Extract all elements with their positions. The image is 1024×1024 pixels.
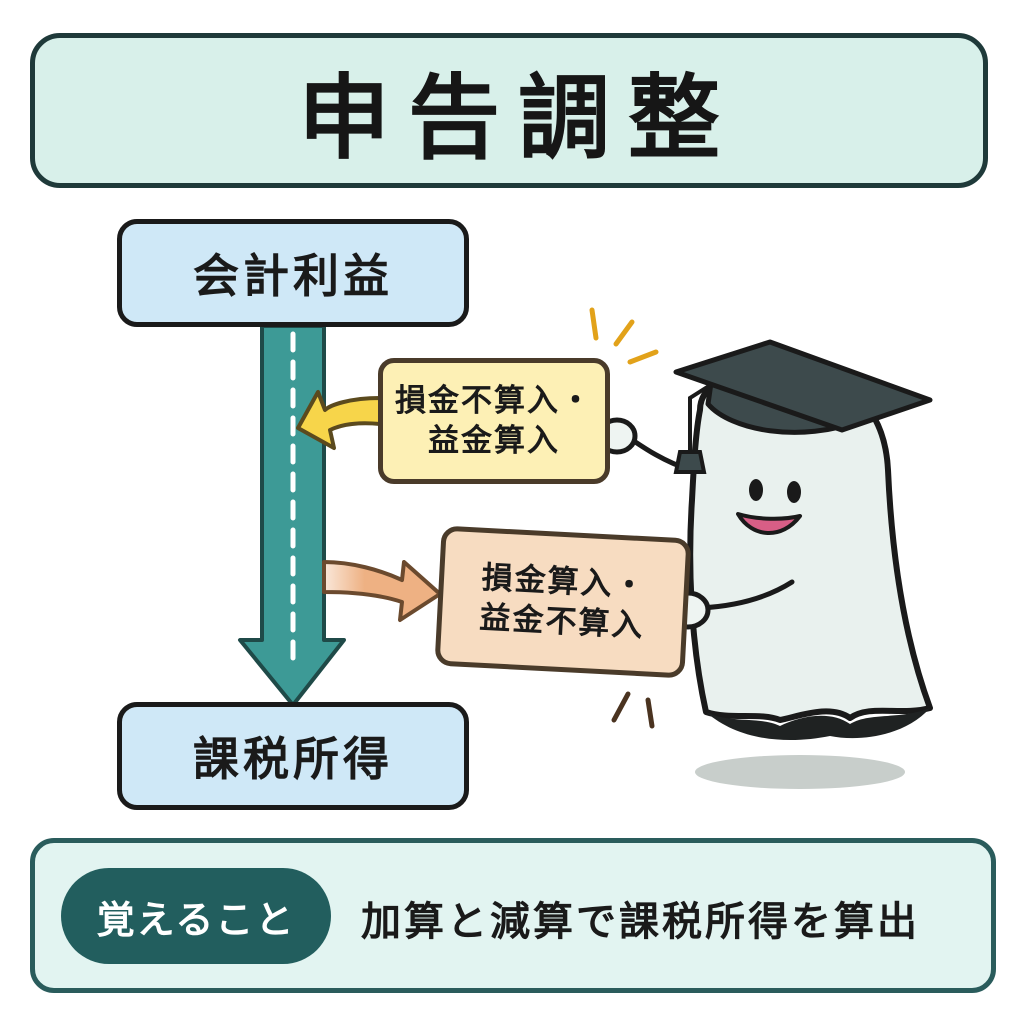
subtract-adjustment-card: 損金算入・ 益金不算入 <box>434 525 692 679</box>
taxable-income-label: 課税所得 <box>193 732 393 786</box>
subtract-arrow <box>322 560 442 622</box>
sparkle-lines-icon <box>611 691 655 729</box>
ghost-with-graduation-cap-icon <box>596 339 933 789</box>
memo-badge-label: 覚えること <box>96 897 296 942</box>
add-adjustment-line2: 益金算入 <box>428 423 560 459</box>
memo-text: 加算と減算で課税所得を算出 <box>361 899 920 945</box>
memo-badge: 覚えること <box>61 868 331 964</box>
add-arrow <box>296 390 382 450</box>
accounting-profit-label: 会計利益 <box>193 249 393 303</box>
taxable-income-box: 課税所得 <box>117 702 469 810</box>
add-adjustment-card: 損金不算入・ 益金算入 <box>378 358 610 484</box>
page-title: 申告調整 <box>297 65 738 172</box>
main-flow-arrow <box>238 324 346 707</box>
accounting-profit-box: 会計利益 <box>117 219 469 327</box>
sparkle-icon <box>589 307 659 365</box>
title-banner: 申告調整 <box>30 33 988 188</box>
subtract-adjustment-line2: 益金不算入 <box>478 599 646 645</box>
add-adjustment-line1: 損金不算入・ <box>395 382 593 419</box>
memo-panel: 覚えること 加算と減算で課税所得を算出 <box>30 838 996 993</box>
